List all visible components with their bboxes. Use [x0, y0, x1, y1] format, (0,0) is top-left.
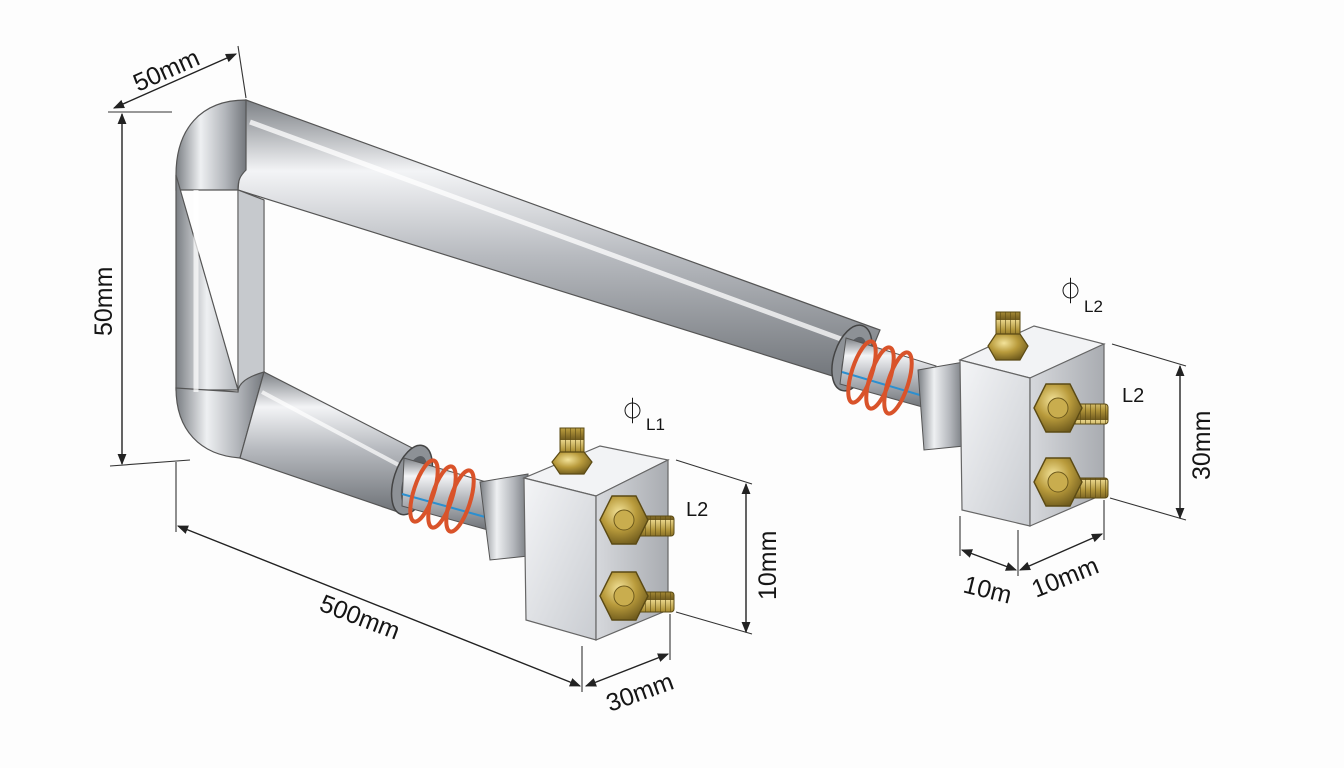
nut-right-lower [1033, 457, 1109, 507]
oring-right-3 [882, 350, 914, 416]
terminal-block-right [958, 311, 1109, 527]
sensor-l1-symbol: ⏀ [620, 397, 645, 426]
sensor-l2-sub: L2 [1084, 297, 1103, 316]
nut-left-lower [599, 571, 675, 621]
dimension-lines [108, 45, 1187, 692]
pipe-left-leg-inner [237, 189, 265, 394]
sensor-label-l2: ⏀ L2 [1058, 277, 1103, 316]
terminal-label-right: L2 [1122, 385, 1144, 407]
nut-right-upper [1033, 383, 1109, 433]
terminal-block-left [522, 427, 675, 641]
top-stud-right [987, 311, 1029, 361]
fitting-right [831, 324, 965, 451]
dim-block1-height: 10mm [754, 531, 782, 600]
pipe-top-bend [175, 99, 247, 191]
dim-block2-width-a: 10m [961, 571, 1015, 610]
pipe [175, 99, 881, 513]
sensor-l1-sub: L1 [646, 415, 665, 434]
dim-block2-width-b: 10mm [1028, 552, 1103, 604]
dim-left-height: 50mm [90, 267, 118, 336]
fitting-left [390, 444, 529, 561]
nut-left-upper [599, 495, 675, 545]
sensor-label-l1: ⏀ L1 [620, 397, 665, 434]
dim-top-width: 50mm [129, 44, 204, 98]
top-stud-left [551, 427, 593, 475]
dim-block2-height: 30mm [1188, 411, 1216, 480]
sensor-l2-symbol: ⏀ [1058, 277, 1083, 306]
terminal-label-left: L2 [686, 499, 708, 521]
pipe-top-run [237, 99, 881, 385]
